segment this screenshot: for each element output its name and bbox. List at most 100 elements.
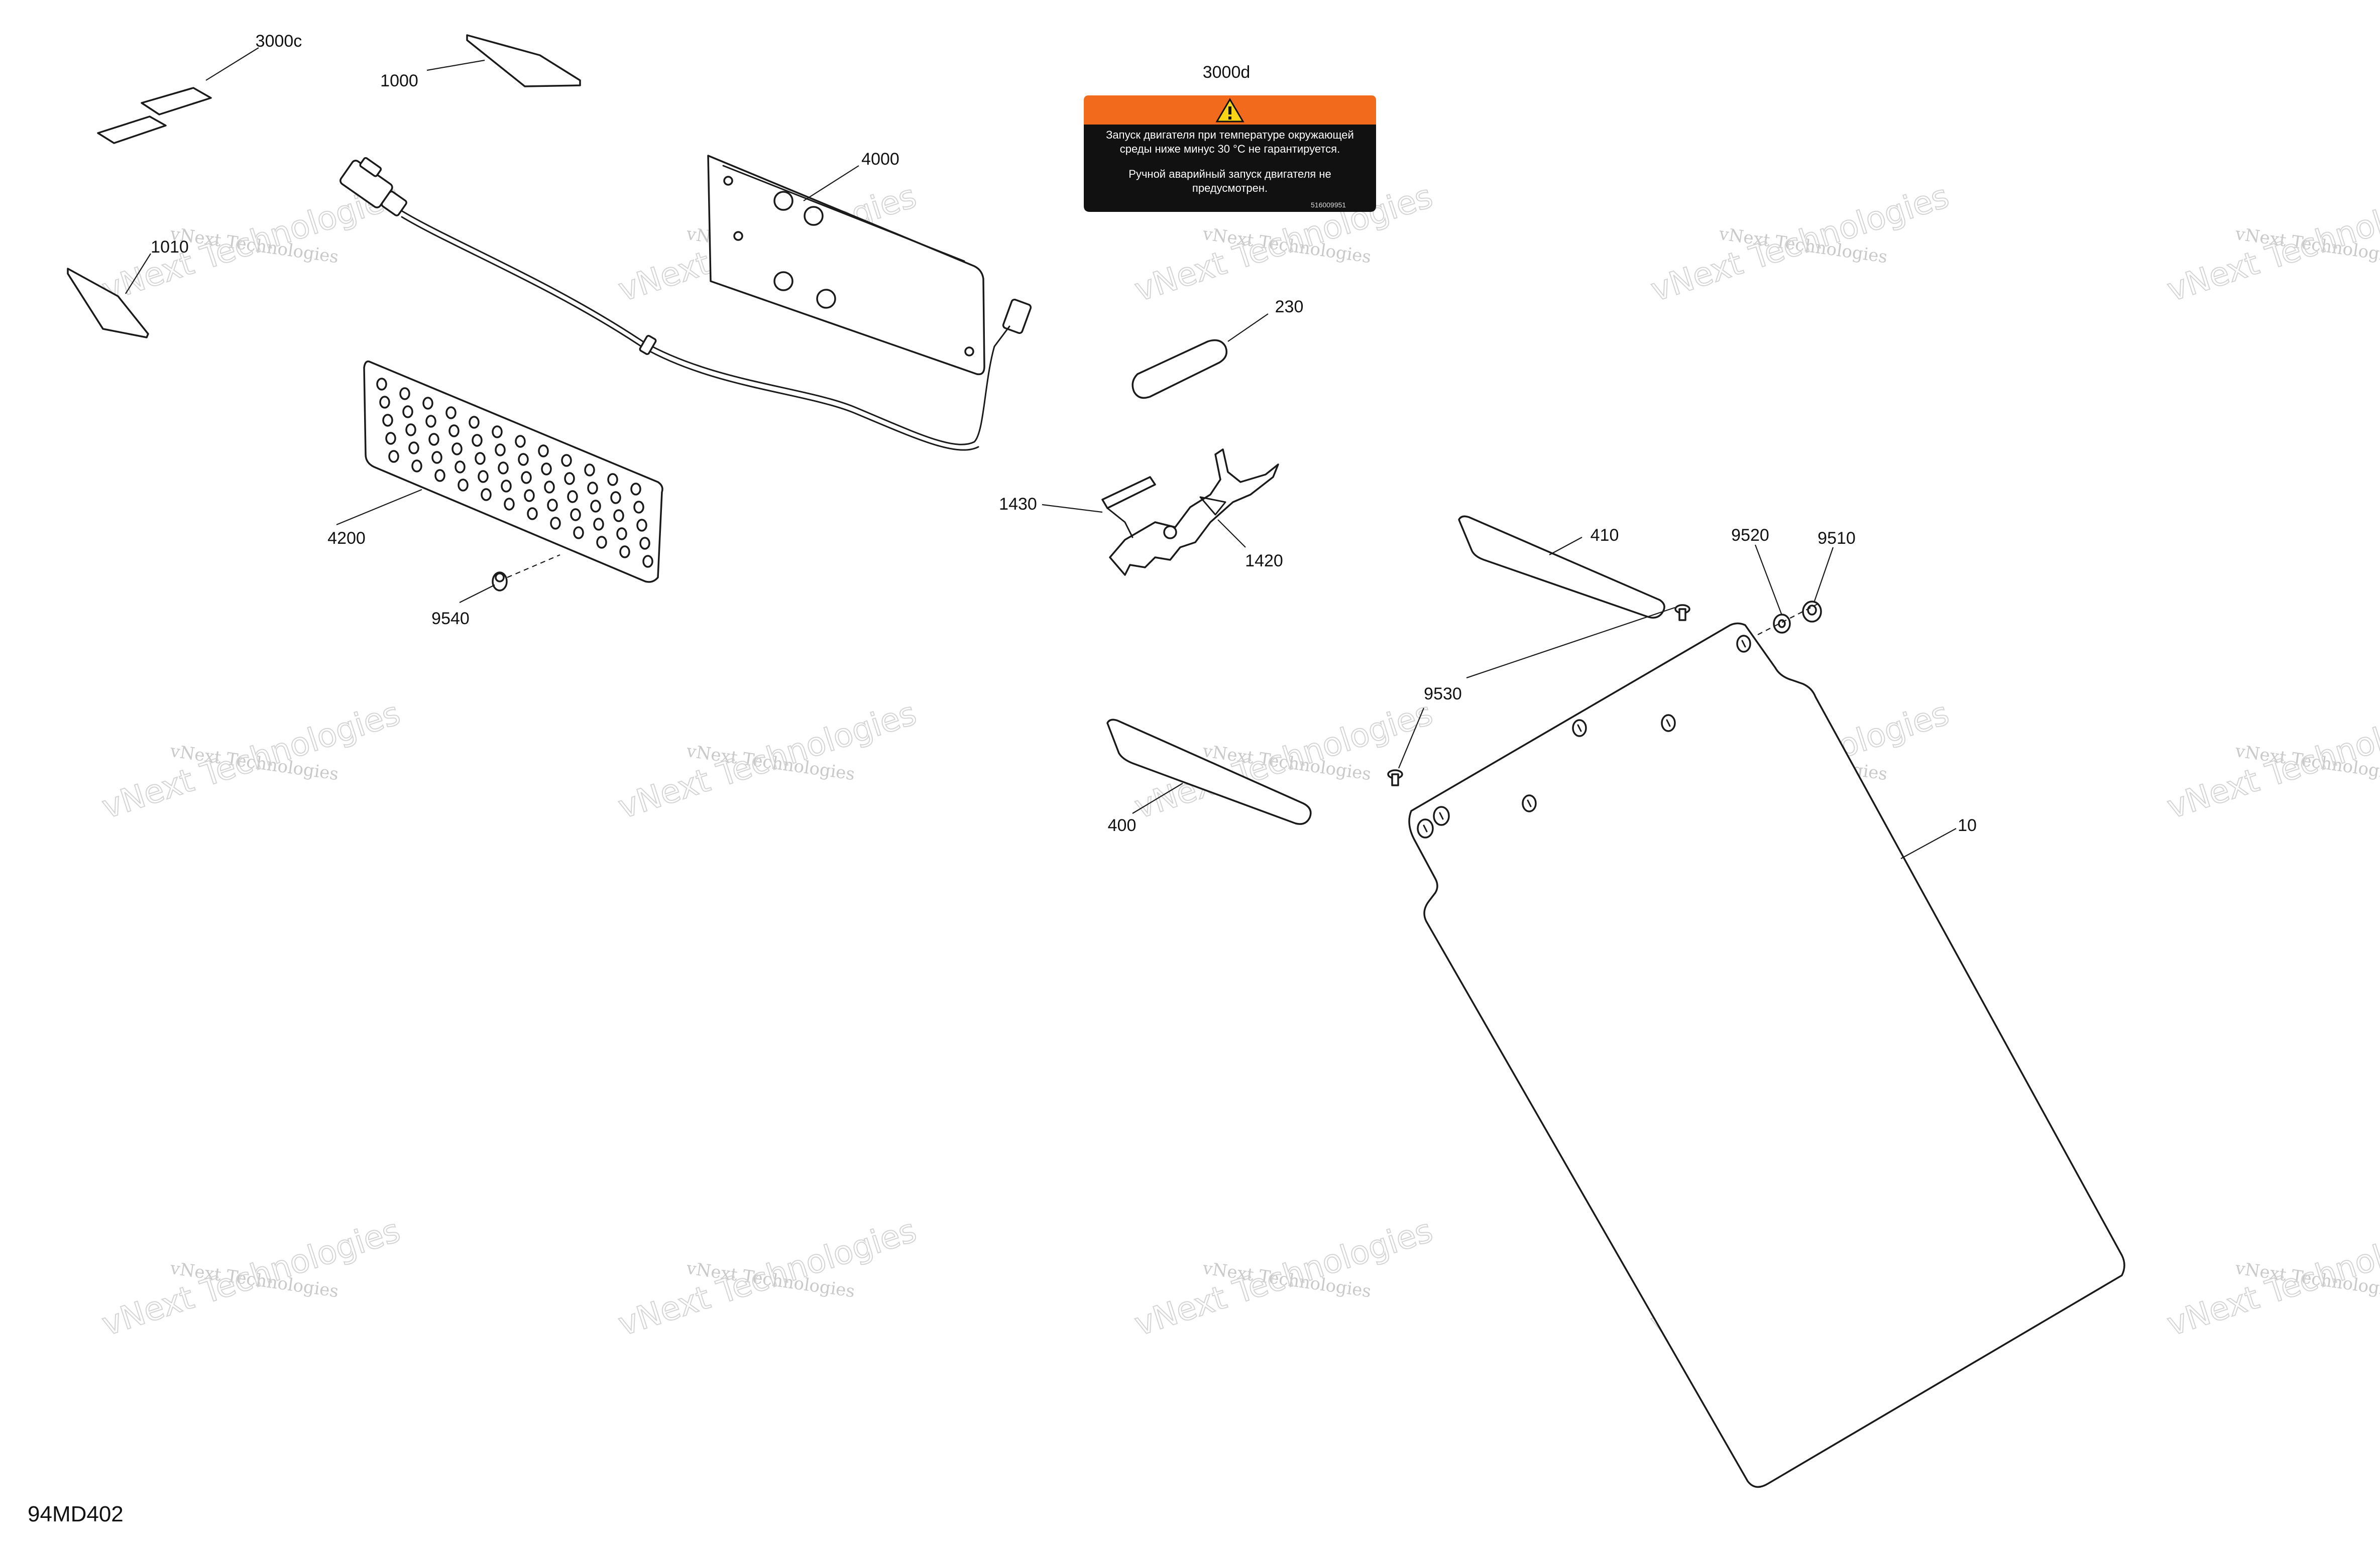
callout-1000: 1000 bbox=[380, 71, 418, 90]
decal-code: 516009951 bbox=[1311, 201, 1346, 209]
plate-hole bbox=[411, 459, 422, 472]
callout-410: 410 bbox=[1591, 526, 1619, 545]
watermark-outline-text: vNext Technologies bbox=[1130, 1212, 1437, 1343]
watermark-outline-text: vNext Technologies bbox=[2163, 1212, 2380, 1343]
plate-hole bbox=[633, 501, 644, 514]
callout-3000d: 3000d bbox=[1203, 63, 1251, 82]
plate-hole bbox=[399, 387, 410, 400]
callout-1430: 1430 bbox=[999, 495, 1037, 514]
plate-hole bbox=[455, 460, 466, 473]
part-1000-sticker bbox=[466, 34, 581, 87]
plate-hole bbox=[475, 452, 486, 465]
part-9540-clip bbox=[492, 554, 560, 591]
plate-hole bbox=[469, 416, 480, 429]
plate-hole bbox=[610, 491, 621, 504]
figure-code: 94MD402 bbox=[28, 1502, 124, 1526]
plate-hole bbox=[498, 461, 509, 474]
watermark-outline-text: vNext Technologies bbox=[98, 695, 405, 826]
plate-hole bbox=[458, 479, 469, 492]
part-1010-sticker bbox=[67, 268, 149, 338]
callout-1010: 1010 bbox=[151, 238, 189, 257]
callout-3000c: 3000c bbox=[256, 32, 302, 51]
plate-hole bbox=[613, 509, 624, 522]
part-4000-module bbox=[339, 155, 1032, 451]
part-400-trim bbox=[1106, 719, 1312, 825]
callout-9540: 9540 bbox=[431, 609, 470, 628]
part-9520-washer bbox=[1773, 614, 1791, 634]
plate-hole bbox=[561, 454, 572, 467]
flap-hole-mark bbox=[1423, 824, 1428, 833]
plate-hole bbox=[607, 473, 618, 486]
decal-3000d: Запуск двигателя при температуре окружаю… bbox=[1084, 95, 1376, 212]
decal-text-line2: среды ниже минус 30 °C не гарантируется. bbox=[1120, 143, 1340, 155]
plate-hole bbox=[481, 488, 492, 501]
part-1420-bracket bbox=[1109, 448, 1279, 576]
callout-9530: 9530 bbox=[1424, 684, 1462, 703]
plate-hole bbox=[630, 483, 641, 496]
plate-hole bbox=[445, 406, 457, 419]
warning-triangle-icon bbox=[1215, 98, 1244, 123]
callout-labels: 3000c 1000 1010 3000d 4000 230 1430 1420… bbox=[151, 32, 1977, 835]
callout-4200: 4200 bbox=[327, 529, 366, 548]
plate-hole bbox=[538, 444, 549, 457]
callout-230: 230 bbox=[1275, 297, 1304, 316]
decal-text-line1: Запуск двигателя при температуре окружаю… bbox=[1106, 129, 1354, 141]
plate-hole bbox=[616, 527, 627, 540]
plate-hole bbox=[587, 482, 598, 495]
callout-1420: 1420 bbox=[1245, 551, 1283, 570]
decal-text-line4: предусмотрен. bbox=[1192, 182, 1268, 194]
watermark-outline-text: vNext Technologies bbox=[2163, 695, 2380, 826]
watermark-outline-text: vNext Technologies bbox=[2163, 178, 2380, 309]
callout-4000: 4000 bbox=[861, 150, 899, 169]
watermark-outline-text: vNext Technologies bbox=[614, 1212, 921, 1343]
flap-hole-mark bbox=[1439, 812, 1444, 820]
plate-hole bbox=[619, 545, 630, 558]
plate-hole bbox=[524, 489, 535, 502]
plate-hole bbox=[550, 517, 561, 530]
plate-hole bbox=[478, 470, 489, 483]
part-10-flap bbox=[1408, 622, 2125, 1488]
plate-hole bbox=[501, 480, 512, 493]
plate-hole bbox=[405, 423, 416, 436]
part-1430-pin bbox=[1101, 476, 1156, 538]
plate-hole bbox=[570, 508, 581, 521]
part-410-trim bbox=[1458, 515, 1665, 619]
plate-hole bbox=[518, 453, 529, 466]
leader-lines bbox=[125, 47, 1957, 859]
part-9530-screw bbox=[1387, 604, 1690, 786]
flap-hole-mark bbox=[1666, 719, 1671, 727]
plate-hole bbox=[584, 463, 595, 477]
callout-400: 400 bbox=[1108, 816, 1137, 835]
plate-hole bbox=[472, 434, 483, 447]
plate-hole bbox=[388, 450, 399, 463]
plate-hole bbox=[495, 443, 506, 456]
plate-hole bbox=[428, 433, 439, 446]
plate-hole bbox=[408, 441, 419, 454]
plate-hole bbox=[376, 378, 387, 391]
plate-hole bbox=[544, 481, 555, 494]
plate-hole bbox=[642, 555, 653, 568]
callout-9520: 9520 bbox=[1731, 526, 1769, 545]
plate-hole bbox=[515, 435, 526, 448]
flap-hole-mark bbox=[1577, 724, 1582, 732]
plate-hole bbox=[492, 425, 503, 438]
plate-hole bbox=[639, 537, 650, 550]
decal-text-line3: Ручной аварийный запуск двигателя не bbox=[1128, 168, 1331, 180]
callout-10: 10 bbox=[1958, 816, 1977, 835]
plate-hole bbox=[422, 397, 433, 410]
plate-hole bbox=[379, 396, 390, 409]
flap-hole-mark bbox=[1527, 799, 1532, 807]
flap-hole-mark bbox=[1741, 640, 1746, 648]
plate-hole bbox=[425, 415, 436, 428]
part-230-pad bbox=[1131, 339, 1227, 399]
part-9510-nut bbox=[1802, 601, 1822, 623]
plate-hole bbox=[431, 451, 442, 464]
plate-hole bbox=[564, 472, 575, 485]
plate-hole bbox=[434, 469, 445, 482]
decal-body bbox=[1084, 125, 1376, 212]
plate-hole bbox=[504, 498, 515, 511]
plate-hole bbox=[547, 499, 558, 512]
plate-hole bbox=[596, 536, 607, 549]
plate-hole bbox=[590, 500, 601, 513]
